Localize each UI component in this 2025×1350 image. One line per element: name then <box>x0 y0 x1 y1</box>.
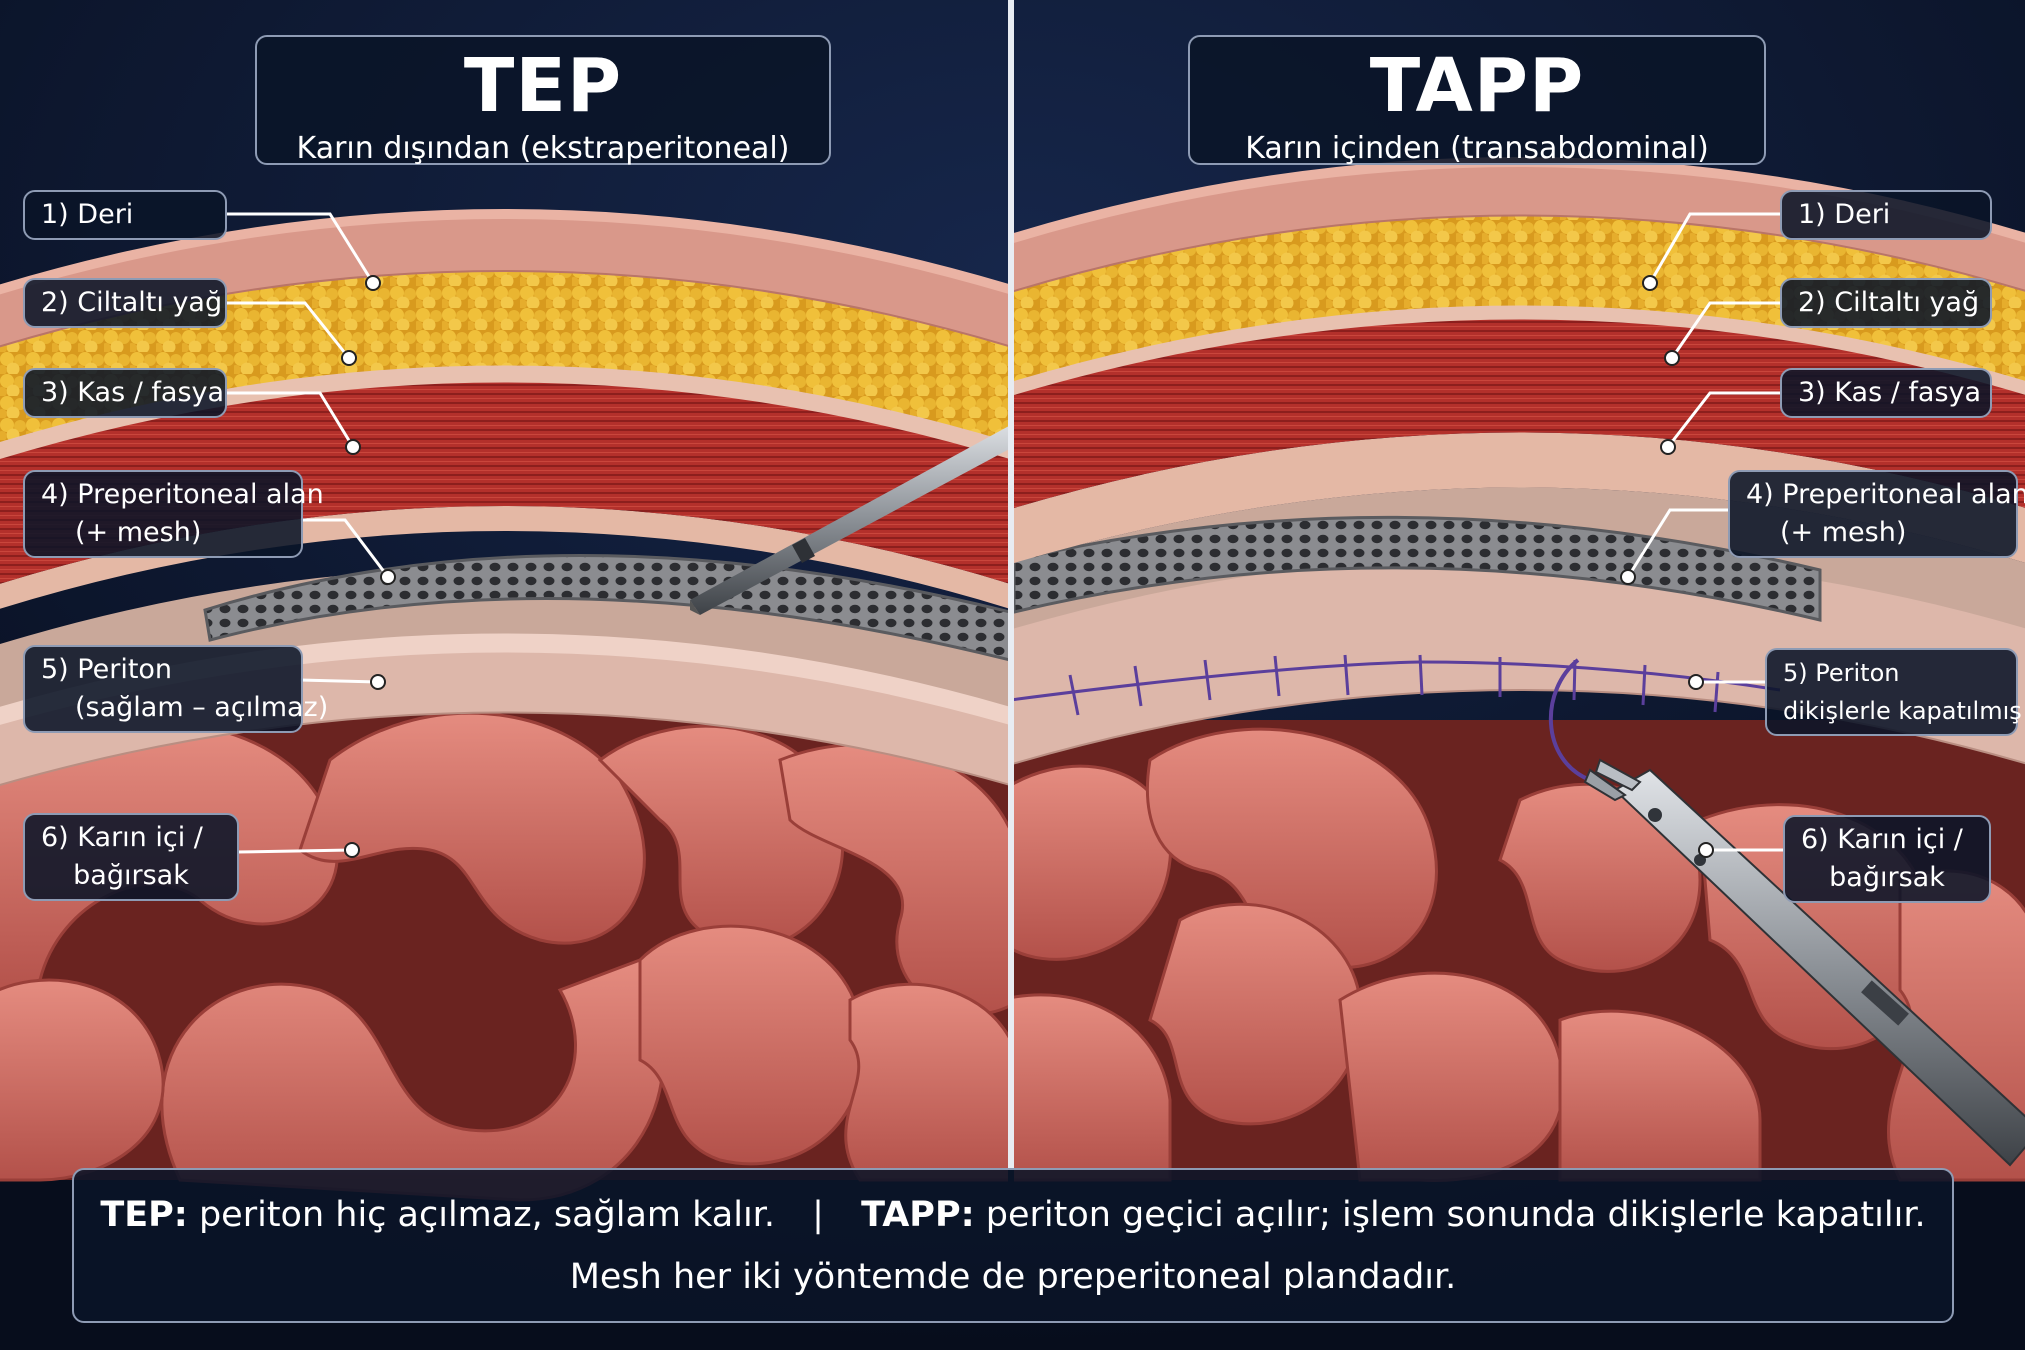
footer-line-2: Mesh her iki yöntemde de preperitoneal p… <box>569 1257 1457 1297</box>
tapp-label-skin: 1) Deri <box>1780 190 1992 240</box>
tep-label-skin: 1) Deri <box>23 190 227 240</box>
tapp-title-box: TAPP Karın içinden (transabdominal) <box>1188 35 1766 166</box>
footer-tapp-text: periton geçici açılır; işlem sonunda dik… <box>985 1195 1926 1235</box>
tapp-label-peritoneum-sub: dikişlerle kapatılmış <box>1783 697 2022 725</box>
tep-bowel <box>0 711 1008 1202</box>
tapp-mesh-icon <box>1014 515 1822 622</box>
tapp-title: TAPP <box>1369 43 1585 129</box>
tapp-muscle <box>1014 317 2025 509</box>
tapp-label-preperitoneal-text: 4) Preperitoneal alan <box>1746 479 2025 510</box>
tapp-label-bowel: 6) Karın içi / bağırsak <box>1783 815 1991 903</box>
tep-label-preperitoneal: 4) Preperitoneal alan (+ mesh) <box>23 470 324 558</box>
tep-label-peritoneum-text: 5) Periton <box>41 654 173 685</box>
tep-label-bowel-text: 6) Karın içi / <box>41 822 203 853</box>
mesh-icon <box>203 554 1008 662</box>
tep-label-skin-text: 1) Deri <box>41 199 134 230</box>
tapp-label-preperitoneal-sub: (+ mesh) <box>1780 517 1907 548</box>
tapp-label-fat-text: 2) Ciltaltı yağ <box>1798 287 1980 318</box>
tep-label-fat: 2) Ciltaltı yağ <box>23 278 227 328</box>
tep-leaders <box>225 212 390 854</box>
tapp-leaders <box>1626 212 1783 852</box>
tep-dots <box>341 275 396 858</box>
footer-divider: | <box>812 1195 824 1235</box>
suture-grasper-icon <box>1583 758 2025 1167</box>
tapp-fat <box>1014 212 2025 382</box>
tep-muscle <box>0 377 1008 584</box>
tep-label-muscle: 3) Kas / fasya <box>23 368 227 418</box>
tep-label-fat-text: 2) Ciltaltı yağ <box>41 287 223 318</box>
footer-tep-label: TEP: <box>100 1195 188 1235</box>
tep-fat <box>0 269 1008 443</box>
tapp-label-bowel-sub: bağırsak <box>1829 862 1945 893</box>
footer-line-1: TEP: periton hiç açılmaz, sağlam kalır. … <box>74 1184 1952 1246</box>
tep-label-bowel: 6) Karın içi / bağırsak <box>23 813 239 901</box>
tapp-label-bowel-text: 6) Karın içi / <box>1801 824 1963 855</box>
tep-subtitle: Karın dışından (ekstraperitoneal) <box>296 131 790 166</box>
tapp-subtitle: Karın içinden (transabdominal) <box>1245 131 1709 166</box>
tep-title: TEP <box>463 43 623 129</box>
footer-tapp-label: TAPP: <box>861 1195 975 1235</box>
laparoscopic-trocar-icon <box>690 426 1008 615</box>
tapp-dots <box>1620 275 1714 858</box>
tapp-anatomy <box>1014 157 2025 1182</box>
suture-stitches <box>1068 654 1720 716</box>
tapp-label-preperitoneal: 4) Preperitoneal alan (+ mesh) <box>1728 470 2025 558</box>
tapp-label-fat: 2) Ciltaltı yağ <box>1780 278 1992 328</box>
footer-summary: TEP: periton hiç açılmaz, sağlam kalır. … <box>72 1168 1954 1323</box>
tapp-label-muscle-text: 3) Kas / fasya <box>1798 377 1982 408</box>
tep-label-preperitoneal-sub: (+ mesh) <box>75 517 202 548</box>
tapp-label-peritoneum-text: 5) Periton <box>1783 659 1900 687</box>
footer-tep-text: periton hiç açılmaz, sağlam kalır. <box>198 1195 775 1235</box>
tep-label-peritoneum-sub: (sağlam – açılmaz) <box>75 692 329 723</box>
tapp-label-skin-text: 1) Deri <box>1798 199 1891 230</box>
panel-divider <box>1008 0 1014 1170</box>
tep-label-preperitoneal-text: 4) Preperitoneal alan <box>41 479 324 510</box>
tep-title-box: TEP Karın dışından (ekstraperitoneal) <box>255 35 831 166</box>
tapp-label-muscle: 3) Kas / fasya <box>1780 368 1992 418</box>
tapp-label-peritoneum: 5) Periton dikişlerle kapatılmış <box>1765 648 2022 736</box>
tep-label-muscle-text: 3) Kas / fasya <box>41 377 225 408</box>
tep-label-bowel-sub: bağırsak <box>73 860 189 891</box>
tep-label-peritoneum: 5) Periton (sağlam – açılmaz) <box>23 645 329 733</box>
